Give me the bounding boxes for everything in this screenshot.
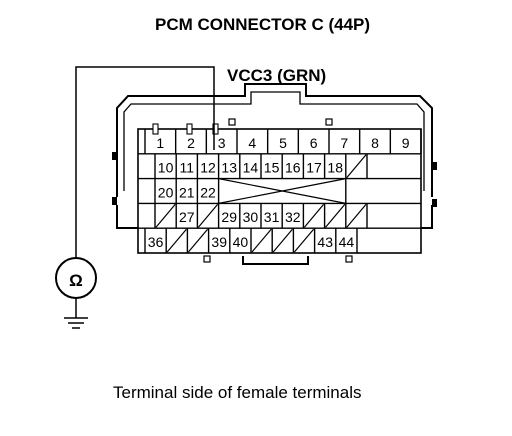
- terminal-latch-3: [212, 123, 219, 135]
- terminal-31: 31: [264, 209, 280, 225]
- ohmmeter-icon: Ω: [55, 257, 97, 299]
- terminal-40: 40: [233, 234, 249, 250]
- terminal-16: 16: [285, 160, 301, 176]
- terminal-32: 32: [285, 209, 301, 225]
- connector-housing: [112, 83, 437, 265]
- terminal-27: 27: [179, 209, 195, 225]
- empty-cavity-mark: [187, 228, 209, 253]
- terminal-30: 30: [243, 209, 259, 225]
- diagram-title: PCM CONNECTOR C (44P): [155, 15, 370, 34]
- terminal-13: 13: [221, 160, 237, 176]
- terminal-5: 5: [279, 135, 287, 151]
- empty-cavity-mark: [155, 204, 176, 228]
- terminal-21: 21: [179, 184, 195, 200]
- empty-cavity-mark: [272, 228, 293, 253]
- terminal-15: 15: [264, 160, 280, 176]
- empty-cavity-mark: [325, 204, 346, 228]
- terminal-18: 18: [327, 160, 343, 176]
- lock-tab-left-bottom: [112, 197, 117, 205]
- ohm-symbol: Ω: [69, 271, 83, 290]
- lock-tab-right-bottom: [432, 199, 437, 207]
- blocked-area-mark: [218, 178, 346, 204]
- terminal-17: 17: [306, 160, 322, 176]
- empty-cavity-mark: [166, 228, 187, 253]
- terminal-8: 8: [371, 135, 379, 151]
- empty-cavity-mark: [346, 154, 367, 178]
- terminal-1: 1: [156, 135, 164, 151]
- ground-icon: [64, 298, 88, 329]
- terminal-44: 44: [339, 234, 355, 250]
- terminal-14: 14: [243, 160, 259, 176]
- empty-cavity-mark: [251, 228, 272, 253]
- empty-cavity-mark: [303, 204, 325, 228]
- terminal-3: 3: [218, 135, 226, 151]
- terminal-11: 11: [180, 160, 195, 176]
- terminal-latch-1: [152, 123, 159, 135]
- terminal-9: 9: [402, 135, 410, 151]
- terminal-latch-2: [186, 123, 193, 135]
- caption: Terminal side of female terminals: [113, 383, 361, 402]
- empty-cavity-mark: [197, 204, 219, 228]
- empty-cavity-mark: [346, 204, 367, 228]
- lock-tab-right-top: [432, 162, 437, 170]
- terminal-4: 4: [248, 135, 256, 151]
- empty-cavity-mark: [293, 228, 315, 253]
- terminal-10: 10: [158, 160, 174, 176]
- lock-tab-left-top: [112, 152, 117, 160]
- terminal-39: 39: [211, 234, 227, 250]
- probe-wire: [75, 66, 215, 258]
- terminal-22: 22: [200, 184, 216, 200]
- terminal-2: 2: [187, 135, 195, 151]
- terminal-43: 43: [317, 234, 333, 250]
- terminal-6: 6: [310, 135, 318, 151]
- wire-label: VCC3 (GRN): [227, 66, 326, 85]
- terminal-20: 20: [158, 184, 174, 200]
- terminal-36: 36: [148, 234, 164, 250]
- terminal-29: 29: [221, 209, 237, 225]
- grid-frame: [137, 128, 422, 254]
- terminal-7: 7: [340, 135, 348, 151]
- terminal-12: 12: [200, 160, 216, 176]
